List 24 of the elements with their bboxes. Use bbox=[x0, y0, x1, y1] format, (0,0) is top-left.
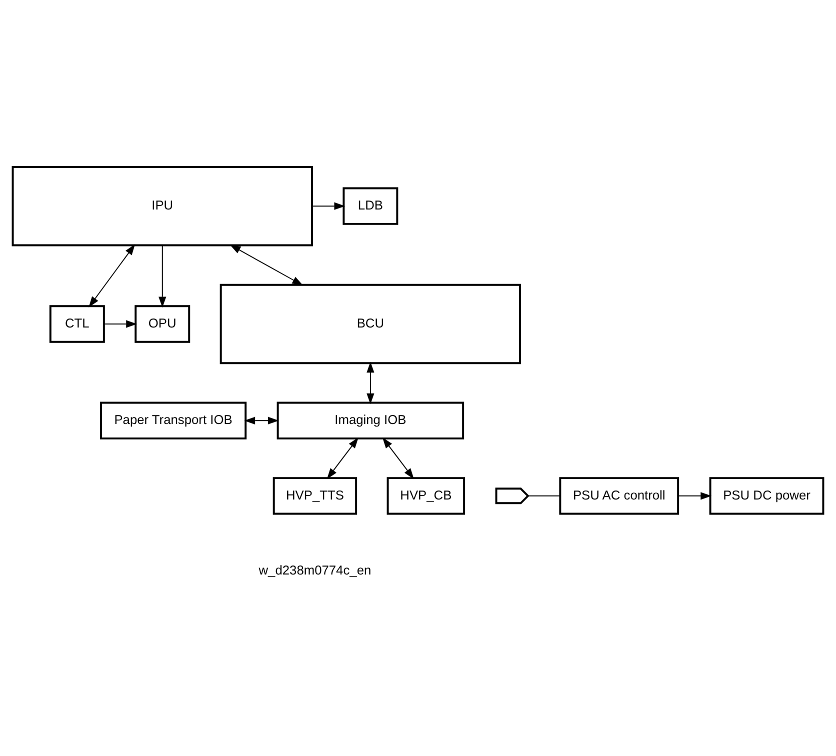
connector bbox=[528, 495, 561, 496]
node-box: HVP_CB bbox=[386, 477, 466, 515]
arrow bbox=[104, 320, 138, 328]
node-picture bbox=[495, 488, 530, 504]
node-box: Imaging IOB bbox=[276, 402, 464, 440]
node-box: HVP_TTS bbox=[272, 477, 358, 515]
node-box: OPU bbox=[134, 305, 190, 343]
node-box: LDB bbox=[342, 187, 398, 225]
arrow bbox=[230, 244, 304, 286]
arrow bbox=[326, 437, 358, 480]
arrow bbox=[312, 202, 346, 210]
node-box: Paper Transport IOB bbox=[100, 402, 247, 440]
arrow bbox=[366, 362, 374, 404]
arrow bbox=[158, 244, 166, 308]
node-box: BCU bbox=[220, 284, 522, 364]
arrow bbox=[382, 437, 414, 480]
label: w_d238m0774c_en bbox=[258, 562, 372, 578]
node-box: PSU DC power bbox=[709, 477, 824, 515]
arrow bbox=[678, 492, 712, 500]
node-box: IPU bbox=[12, 166, 313, 246]
node-box: CTL bbox=[49, 305, 105, 343]
arrow bbox=[88, 244, 136, 308]
arrow bbox=[244, 416, 279, 424]
node-box: PSU AC controll bbox=[559, 477, 680, 515]
